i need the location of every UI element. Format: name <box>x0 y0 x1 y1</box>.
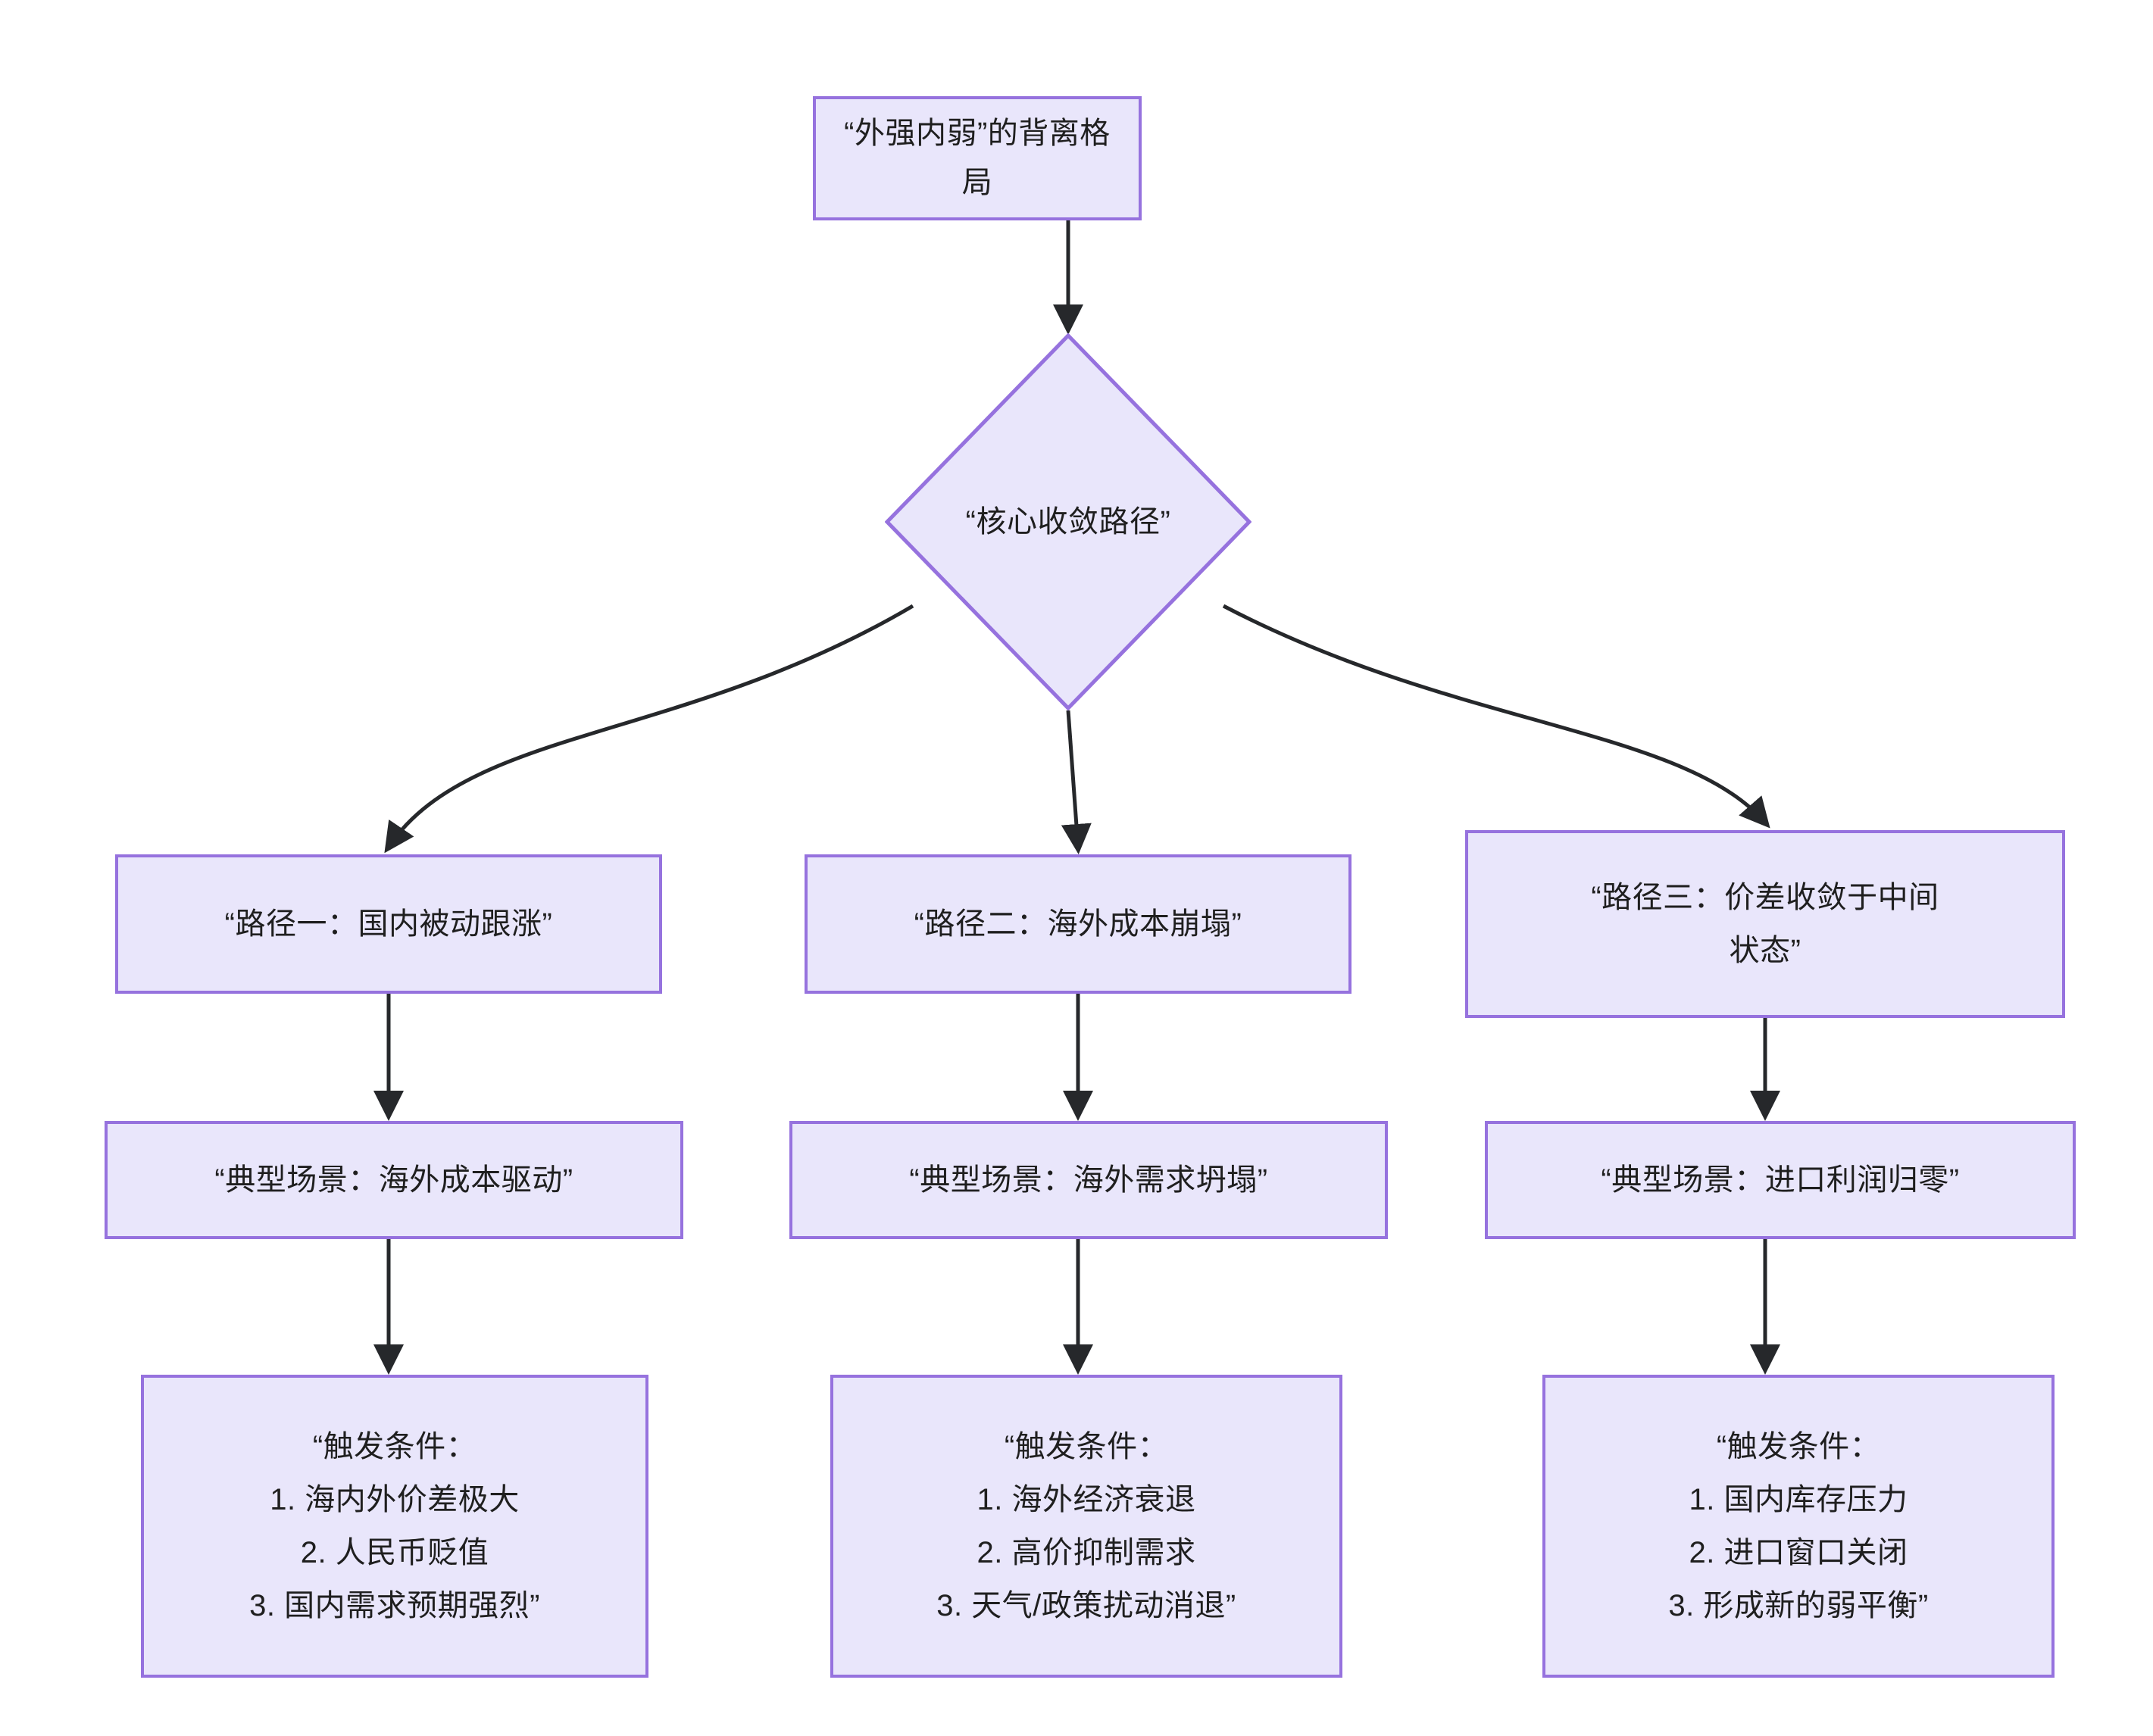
edge-decision-to-path3 <box>1222 604 1770 829</box>
node-trigger1-label: “触发条件： 1. 海内外价差极大 2. 人民币贬值 3. 国内需求预期强烈” <box>249 1430 540 1622</box>
node-scene2-label: “典型场景：海外需求坍塌” <box>909 1163 1268 1197</box>
node-trigger2-conditions[interactable]: “触发条件： 1. 海外经济衰退 2. 高价抑制需求 3. 天气/政策扰动消退” <box>830 1375 1342 1678</box>
node-decision-label: “核心收敛路径” <box>965 504 1171 539</box>
node-trigger2-label: “触发条件： 1. 海外经济衰退 2. 高价抑制需求 3. 天气/政策扰动消退” <box>936 1430 1236 1622</box>
node-decision-core-convergence-path[interactable]: “核心收敛路径” <box>885 333 1251 710</box>
node-scene2-overseas-demand-collapse[interactable]: “典型场景：海外需求坍塌” <box>789 1121 1388 1239</box>
node-scene3-label: “典型场景：进口利润归零” <box>1601 1163 1960 1197</box>
node-scene1-label: “典型场景：海外成本驱动” <box>214 1163 573 1197</box>
node-trigger3-label: “触发条件： 1. 国内库存压力 2. 进口窗口关闭 3. 形成新的弱平衡” <box>1668 1430 1929 1622</box>
node-path1-domestic-passive-follow[interactable]: “路径一：国内被动跟涨” <box>115 854 662 994</box>
edge-decision-to-path1 <box>384 604 914 854</box>
node-root-divergence-pattern[interactable]: “外强内弱”的背离格局 <box>813 96 1142 220</box>
node-trigger3-conditions[interactable]: “触发条件： 1. 国内库存压力 2. 进口窗口关闭 3. 形成新的弱平衡” <box>1542 1375 2055 1678</box>
node-scene1-overseas-cost-driven[interactable]: “典型场景：海外成本驱动” <box>105 1121 683 1239</box>
node-path3-spread-converges-middle[interactable]: “路径三：价差收敛于中间 状态” <box>1465 830 2065 1018</box>
node-path2-overseas-cost-collapse[interactable]: “路径二：海外成本崩塌” <box>805 854 1351 994</box>
node-path3-label: “路径三：价差收敛于中间 状态” <box>1591 881 1939 967</box>
diamond-shape <box>885 333 1251 710</box>
node-trigger1-conditions[interactable]: “触发条件： 1. 海内外价差极大 2. 人民币贬值 3. 国内需求预期强烈” <box>141 1375 648 1678</box>
node-path1-label: “路径一：国内被动跟涨” <box>224 907 553 941</box>
node-root-label: “外强内弱”的背离格局 <box>844 117 1111 199</box>
edge-decision-to-path2 <box>1061 710 1092 854</box>
node-path2-label: “路径二：海外成本崩塌” <box>914 907 1242 941</box>
node-scene3-import-profit-zero[interactable]: “典型场景：进口利润归零” <box>1485 1121 2076 1239</box>
